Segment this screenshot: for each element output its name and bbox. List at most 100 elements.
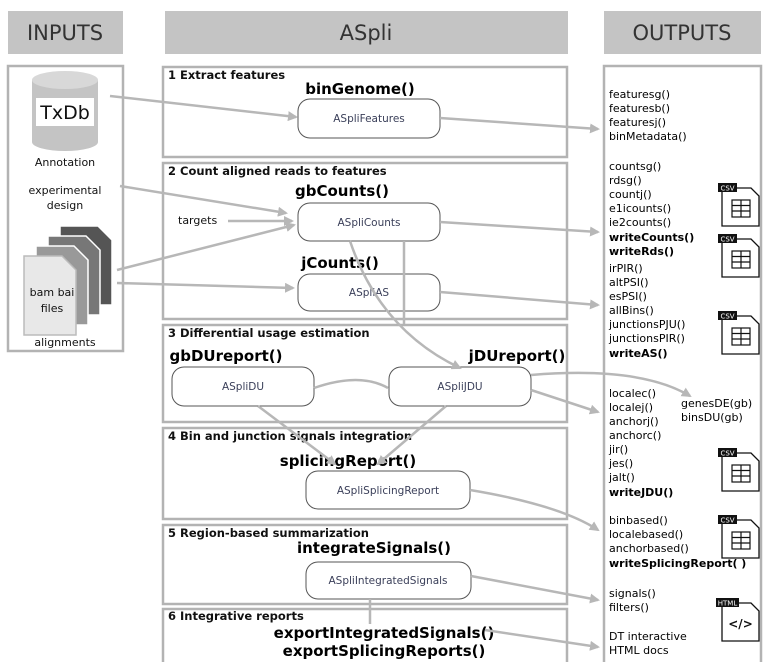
output-item: jalt() (608, 471, 635, 484)
arrow-export-to-outputs (484, 628, 600, 651)
database-icon (32, 71, 98, 151)
arrow-jdu-to-genesde (530, 371, 692, 398)
csv-file-icon: CSV (718, 183, 760, 227)
step-6-panel (161, 607, 569, 662)
output-item-write: writeSplicingReport( ) (609, 557, 746, 570)
bam-label-1: bam bai (30, 286, 75, 299)
aspli-counts-label: ASpliCounts (338, 217, 401, 229)
bingenome-function: binGenome() (305, 80, 415, 98)
outputs-group-4: localec() localej() anchorj() anchorc() … (608, 387, 673, 499)
arrow-integrated-to-outputs (470, 574, 600, 604)
output-item: rdsg() (609, 174, 642, 187)
outputs-group-2: countsg() rdsg() countj() e1icounts() ie… (609, 160, 694, 258)
aspli-integrated-signals-label: ASpliIntegratedSignals (328, 575, 447, 587)
outputs-panel (602, 64, 763, 662)
aspli-as-label: ASpliAS (349, 287, 390, 299)
outputs-group-7: DT interactive HTML docs (609, 630, 687, 657)
output-item: anchorj() (609, 415, 659, 428)
arrow-du-to-jdu (313, 378, 389, 390)
integratesignals-function: integrateSignals() (297, 539, 451, 557)
arrow-jdu-to-outputs (530, 388, 600, 415)
output-item: countsg() (609, 160, 661, 173)
arrow-bam-to-as (116, 281, 295, 293)
bam-files-icon (23, 225, 113, 336)
exportintegratedsignals-function: exportIntegratedSignals() (274, 624, 495, 642)
output-item: esPSI() (609, 290, 647, 303)
aspli-header (165, 11, 568, 54)
jdureport-function: jDUreport() (468, 347, 566, 365)
targets-label: targets (178, 214, 217, 227)
jcounts-function: jCounts() (300, 254, 379, 272)
output-item: featuresj() (609, 116, 666, 129)
svg-text:CSV: CSV (720, 185, 734, 193)
experimental-label-2: design (47, 199, 84, 212)
arrow-du-to-splicing (257, 405, 337, 466)
aspli-du-box (171, 366, 315, 407)
exportsplicingreports-function: exportSplicingReports() (283, 642, 486, 660)
inputs-header (8, 11, 123, 54)
output-item: binbased() (609, 514, 668, 527)
outputs-header-label: OUTPUTS (633, 21, 732, 45)
aspli-features-label: ASpliFeatures (333, 113, 405, 125)
output-item: localec() (609, 387, 656, 400)
arrow-bam-to-counts (116, 222, 296, 272)
outputs-group-3: irPIR() altPSI() esPSI() allBins() junct… (608, 262, 685, 360)
aspli-header-label: ASpli (340, 21, 393, 45)
output-item: featuresb() (609, 102, 670, 115)
step-6-title: 6 Integrative reports (168, 609, 304, 623)
output-item: irPIR() (609, 262, 643, 275)
arrow-as-to-outputs (439, 290, 600, 310)
annotation-label: Annotation (35, 156, 95, 169)
flow-arrows (109, 94, 692, 651)
svg-text:CSV: CSV (720, 313, 734, 321)
output-item: jes() (608, 457, 633, 470)
output-item-write: writeRds() (609, 245, 674, 258)
output-item: anchorbased() (609, 542, 689, 555)
output-item: featuresg() (609, 88, 670, 101)
svg-text:CSV: CSV (720, 517, 734, 525)
outputs-group-6: signals() filters() (609, 587, 656, 614)
svg-text:CSV: CSV (720, 236, 734, 244)
output-item: signals() (609, 587, 656, 600)
output-item: localebased() (609, 528, 683, 541)
step-5-title: 5 Region-based summarization (168, 526, 369, 540)
csv-file-icon: CSV (718, 311, 760, 355)
alignments-label: alignments (34, 336, 96, 349)
step-1-title: 1 Extract features (168, 68, 285, 82)
output-item: ie2counts() (609, 216, 671, 229)
csv-file-icon: CSV (718, 234, 760, 278)
output-item: junctionsPIR() (608, 332, 685, 345)
experimental-label-1: experimental (29, 184, 102, 197)
gbdureport-function: gbDUreport() (170, 347, 283, 365)
csv-file-icon: CSV (718, 448, 760, 492)
output-item: allBins() (609, 304, 654, 317)
arrow-features-to-outputs (439, 116, 600, 134)
arrow-counts-to-jdu (348, 240, 462, 370)
txdb-label: TxDb (39, 102, 90, 124)
arrow-design-to-counts (119, 184, 288, 217)
inputs-header-label: INPUTS (27, 21, 103, 45)
outputs-group-5: binbased() localebased() anchorbased() w… (609, 514, 746, 570)
output-item: anchorc() (609, 429, 661, 442)
bam-label-2: files (41, 302, 64, 315)
arrow-jdu-to-splicing (376, 405, 447, 466)
output-item: localej() (609, 401, 653, 414)
output-item: filters() (609, 601, 649, 614)
output-item: junctionsPJU() (608, 318, 685, 331)
aspli-integrated-signals-box (305, 561, 472, 600)
arrow-splicing-to-outputs (469, 488, 600, 532)
output-item: jir() (608, 443, 628, 456)
arrow-txdb-to-features (109, 94, 298, 122)
step-3-title: 3 Differential usage estimation (168, 326, 370, 340)
output-item: e1icounts() (609, 202, 671, 215)
genesde-label: genesDE(gb) (681, 397, 752, 410)
output-item: binMetadata() (609, 130, 687, 143)
output-item-write: writeCounts() (609, 231, 694, 244)
csv-file-icon: CSV (718, 515, 760, 559)
output-item-write: writeJDU() (609, 486, 673, 499)
gbcounts-function: gbCounts() (295, 182, 389, 200)
step-2-title: 2 Count aligned reads to features (168, 164, 387, 178)
arrow-counts-to-outputs (439, 220, 600, 237)
outputs-group-1: featuresg() featuresb() featuresj() binM… (609, 88, 687, 143)
